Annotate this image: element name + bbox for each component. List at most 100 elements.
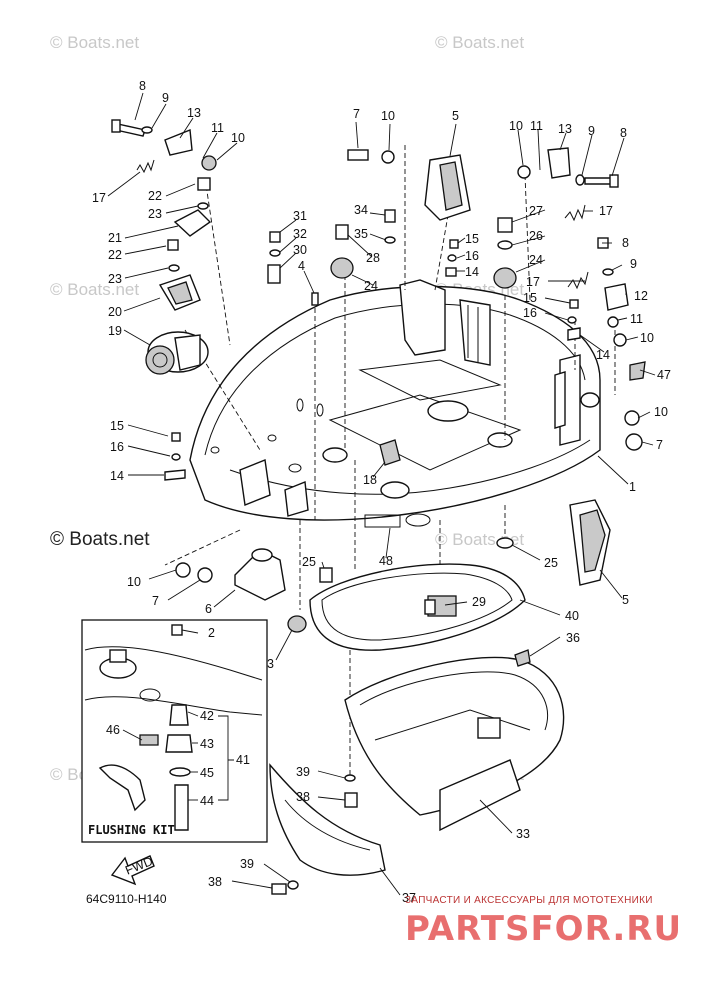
callout-17: 17: [526, 275, 540, 289]
callout-7: 7: [152, 594, 159, 608]
callout-10: 10: [509, 119, 523, 133]
callout-43: 43: [200, 737, 214, 751]
inset-title: FLUSHING KIT: [88, 823, 175, 837]
callout-39: 39: [240, 857, 254, 871]
callout-3: 3: [267, 657, 274, 671]
callout-40: 40: [565, 609, 579, 623]
watermark: © Boats.net: [435, 33, 524, 52]
callout-48: 48: [379, 554, 393, 568]
leader-lines: [107, 92, 656, 896]
callout-16: 16: [110, 440, 124, 454]
callout-16: 16: [523, 306, 537, 320]
callout-35: 35: [354, 227, 368, 241]
callout-11: 11: [630, 312, 643, 326]
piece-6: [234, 548, 286, 601]
callout-15: 15: [465, 232, 479, 246]
front-piece-5-top: [424, 154, 471, 221]
callout-9: 9: [630, 257, 637, 271]
callout-5: 5: [622, 593, 629, 607]
callout-15: 15: [110, 419, 124, 433]
callout-18: 18: [363, 473, 377, 487]
callout-13: 13: [187, 106, 201, 120]
callout-21: 21: [108, 231, 122, 245]
callout-8: 8: [622, 236, 629, 250]
callout-19: 19: [108, 324, 122, 338]
callout-16: 16: [465, 249, 479, 263]
seal-frame-40: [309, 563, 526, 651]
callout-7: 7: [656, 438, 663, 452]
callout-45: 45: [200, 766, 214, 780]
callout-24: 24: [364, 279, 378, 293]
callout-27: 27: [529, 204, 543, 218]
callout-13: 13: [558, 122, 572, 136]
callout-38: 38: [296, 790, 310, 804]
callout-10: 10: [127, 575, 141, 589]
callout-2: 2: [208, 626, 215, 640]
bottom-cowling: [189, 279, 601, 528]
callout-14: 14: [110, 469, 124, 483]
callout-25: 25: [302, 555, 316, 569]
callout-25: 25: [544, 556, 558, 570]
watermark-main: © Boats.net: [50, 529, 150, 550]
callout-23: 23: [148, 207, 162, 221]
callout-34: 34: [354, 203, 368, 217]
diagram-code: 64C9110-H140: [86, 892, 167, 906]
callout-44: 44: [200, 794, 214, 808]
callout-17: 17: [92, 191, 106, 205]
callout-23: 23: [108, 272, 122, 286]
callout-37: 37: [402, 891, 416, 905]
callout-42: 42: [200, 709, 214, 723]
callout-9: 9: [588, 124, 595, 138]
callout-46: 46: [106, 723, 120, 737]
mechanism-19-20: [145, 274, 209, 375]
callout-10: 10: [231, 131, 245, 145]
callout-15: 15: [523, 291, 537, 305]
callout-8: 8: [139, 79, 146, 93]
callout-12: 12: [634, 289, 648, 303]
callout-20: 20: [108, 305, 122, 319]
flushing-kit-inset: FLUSHING KIT: [81, 619, 268, 843]
callout-11: 11: [530, 119, 543, 133]
callout-28: 28: [366, 251, 380, 265]
callout-10: 10: [654, 405, 668, 419]
callout-31: 31: [293, 209, 307, 223]
callout-30: 30: [293, 243, 307, 257]
callout-39: 39: [296, 765, 310, 779]
callout-24: 24: [529, 253, 543, 267]
brand-name: PARTSFOR.RU: [405, 909, 682, 949]
callout-36: 36: [566, 631, 580, 645]
callout-5: 5: [452, 109, 459, 123]
callout-33: 33: [516, 827, 530, 841]
callout-10: 10: [381, 109, 395, 123]
side-cover-37: [269, 763, 386, 876]
callout-22: 22: [148, 189, 162, 203]
callout-6: 6: [205, 602, 212, 616]
front-piece-5-right: [569, 499, 611, 586]
callout-47: 47: [657, 368, 671, 382]
callout-32: 32: [293, 227, 307, 241]
callout-9: 9: [162, 91, 169, 105]
callout-14: 14: [465, 265, 479, 279]
callout-22: 22: [108, 248, 122, 262]
callout-labels: 8 9 13 11 10 17 22 23 21 22 23 20 19 15 …: [92, 79, 671, 905]
callout-17: 17: [599, 204, 613, 218]
fwd-label: FWD: [123, 854, 155, 878]
callout-38: 38: [208, 875, 222, 889]
brand-watermark: ЗАПЧАСТИ И АКСЕССУАРЫ ДЛЯ МОТОТЕХНИКИ PA…: [405, 895, 682, 949]
callout-29: 29: [472, 595, 486, 609]
callout-1: 1: [629, 480, 636, 494]
callout-26: 26: [529, 229, 543, 243]
apron-33: [344, 656, 565, 832]
callout-11: 11: [211, 121, 224, 135]
callout-41: 41: [236, 753, 250, 767]
watermark: © Boats.net: [50, 33, 139, 52]
callout-7: 7: [353, 107, 360, 121]
brand-tagline: ЗАПЧАСТИ И АКСЕССУАРЫ ДЛЯ МОТОТЕХНИКИ: [405, 895, 653, 906]
callout-14: 14: [596, 348, 610, 362]
callout-4: 4: [298, 259, 305, 273]
watermark: © Boats.net: [50, 280, 139, 299]
callout-8: 8: [620, 126, 627, 140]
callout-10: 10: [640, 331, 654, 345]
fwd-arrow: FWD: [110, 854, 155, 886]
